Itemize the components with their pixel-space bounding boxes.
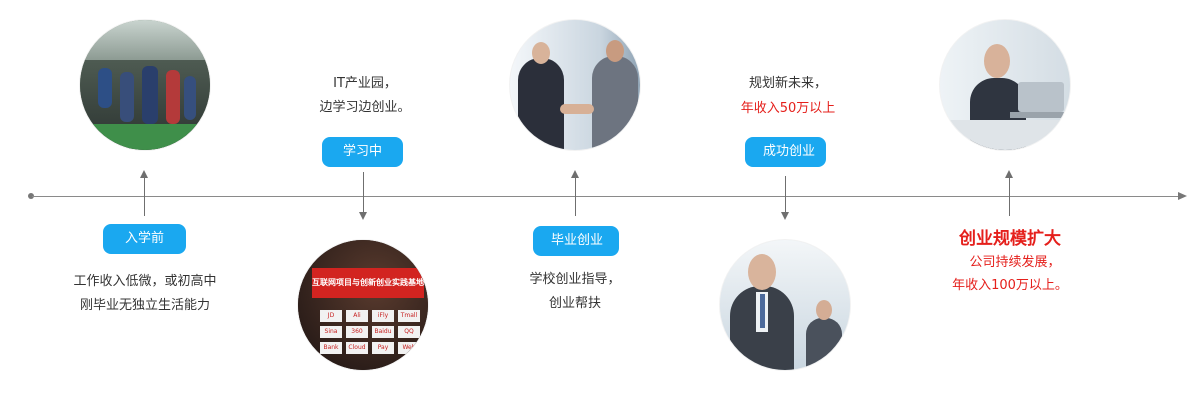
stage-label-study: 学习中: [322, 137, 403, 167]
office-laptop-photo: [940, 20, 1070, 150]
stage-2-stem: [363, 172, 364, 214]
stage-3-line-1: 学校创业指导，: [529, 272, 621, 287]
up-arrow-icon: [1005, 170, 1013, 178]
stage-3-line-2: 创业帮扶: [548, 296, 601, 311]
incubator-wall-photo: 互联网项目与创新创业实践基地 JD Ali iFly Tmall Sina 36…: [298, 240, 428, 370]
photo-tag: Tmall: [398, 310, 420, 322]
businessmen-photo: [720, 240, 850, 370]
stage-2-line-2: 边学习边创业。: [319, 100, 411, 115]
stage-1-line-1: 工作收入低微，或初高中: [73, 274, 217, 289]
down-arrow-icon: [359, 212, 367, 220]
photo-tag: 360: [346, 326, 368, 338]
stage-2-line-1: IT产业园，: [333, 76, 397, 91]
stage-5-line-2: 年收入100万以上。: [952, 278, 1068, 293]
handshake-photo: [510, 20, 640, 150]
photo-tag: iFly: [372, 310, 394, 322]
stage-5-heading: 创业规模扩大: [959, 229, 1061, 249]
stage-1-line-2: 刚毕业无独立生活能力: [79, 298, 210, 313]
up-arrow-icon: [140, 170, 148, 178]
photo-tag: Sina: [320, 326, 342, 338]
stage-1-stem: [144, 176, 145, 216]
timeline-axis: [32, 196, 1182, 197]
factory-workers-photo: [80, 20, 210, 150]
photo-tag: JD: [320, 310, 342, 322]
photo-tag: Baidu: [372, 326, 394, 338]
stage-5-line-1: 公司持续发展，: [969, 255, 1061, 270]
stage-label-graduate: 毕业创业: [533, 226, 619, 256]
photo-tag: Ali: [346, 310, 368, 322]
photo-tag: QQ: [398, 326, 420, 338]
timeline-arrow-icon: [1178, 192, 1187, 200]
stage-4-stem: [785, 176, 786, 214]
stage-3-stem: [575, 176, 576, 216]
photo-tag: Cloud: [346, 342, 368, 354]
stage-label-enroll: 入学前: [103, 224, 186, 254]
stage-4-highlight: 年收入50万以上: [740, 101, 836, 116]
photo-tag: Pay: [372, 342, 394, 354]
up-arrow-icon: [571, 170, 579, 178]
stage-4-line-1: 规划新未来，: [748, 76, 827, 91]
timeline-start-dot: [28, 193, 34, 199]
stage-label-success: 成功创业: [745, 137, 826, 167]
photo-tag: Bank: [320, 342, 342, 354]
photo-tag: Web: [398, 342, 420, 354]
stage-5-stem: [1009, 176, 1010, 216]
down-arrow-icon: [781, 212, 789, 220]
incubator-sign: 互联网项目与创新创业实践基地: [312, 268, 424, 298]
